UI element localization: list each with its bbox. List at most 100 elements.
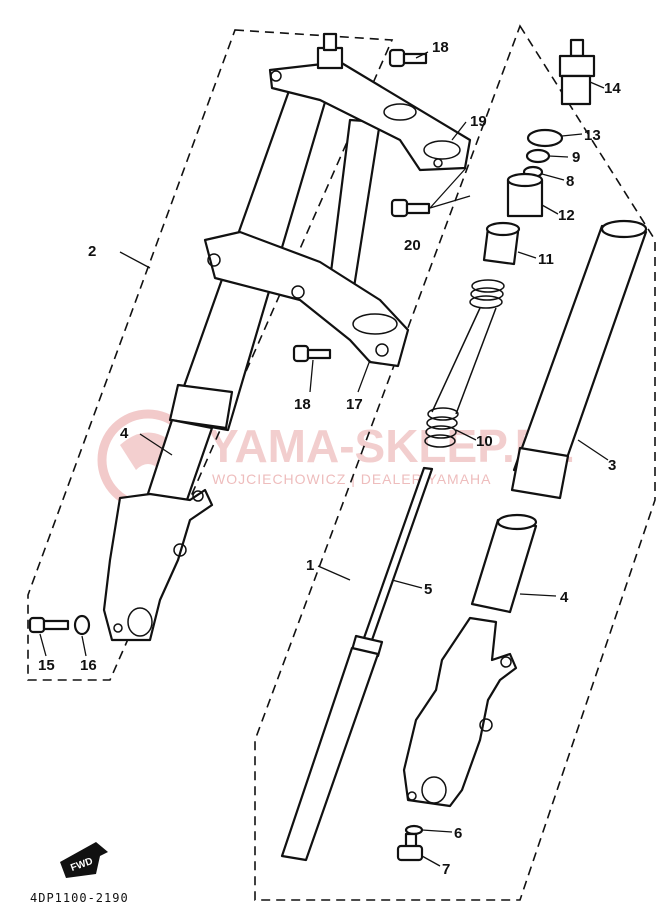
part-10-spring <box>424 407 459 448</box>
bolt-18-top-head <box>388 48 406 68</box>
part-13-o-ring <box>526 128 564 148</box>
callout-13: 13 <box>584 127 601 144</box>
leader-4-right <box>519 593 557 597</box>
leader-9 <box>548 155 569 158</box>
callout-1: 1 <box>306 557 314 574</box>
upper-spring-coil-3 <box>469 295 503 309</box>
leader-18-top <box>415 51 429 59</box>
spring-10-coil-3 <box>425 425 457 439</box>
callout-19: 19 <box>470 113 487 130</box>
spring-stem-right <box>455 307 497 415</box>
callout-11: 11 <box>538 251 554 268</box>
lower-bracket-left-hole <box>207 253 221 267</box>
leader-13 <box>561 133 583 137</box>
callout-6: 6 <box>454 825 462 842</box>
outer-tube-body <box>512 224 648 480</box>
slide-bushing-body <box>470 518 538 614</box>
part-1-inner-tube <box>280 646 380 862</box>
right-lower-leg <box>402 616 518 808</box>
left-pinch-bolt-hole <box>113 623 123 633</box>
lower-bracket-bolt-hole <box>375 343 389 357</box>
upper-bracket-hole <box>383 103 417 121</box>
callout-labels: 2 4 18 19 20 18 17 14 13 9 8 12 11 10 3 … <box>38 39 621 878</box>
part-4-slide-bushing <box>470 513 538 614</box>
upper-bracket-left-hole <box>270 70 282 82</box>
leader-6 <box>421 829 453 833</box>
leader-20 <box>429 195 471 209</box>
bolt-18-lower-shank <box>306 348 332 360</box>
callout-20: 20 <box>404 237 421 254</box>
right-caliper-mount-hole <box>500 656 512 668</box>
leader-lines <box>39 51 609 867</box>
bolt-15-shank <box>42 619 70 631</box>
callout-2: 2 <box>88 243 96 260</box>
leader-5 <box>391 579 423 589</box>
right-caliper-mount-lower <box>479 718 493 732</box>
left-lower-leg <box>102 488 214 642</box>
upper-bracket-clamp-hole <box>423 140 461 160</box>
part-5-damper-rod <box>350 466 434 658</box>
fwd-arrow-icon <box>60 842 108 878</box>
callout-9: 9 <box>572 149 580 166</box>
leader-12 <box>541 204 559 215</box>
spring-10-coil-4 <box>424 434 456 448</box>
lower-bracket <box>203 230 410 368</box>
leader-4-left <box>139 433 173 456</box>
upper-bracket-bolt-hole <box>433 158 443 168</box>
group-boundary-right-fork <box>254 24 656 901</box>
left-fork-adjuster <box>322 32 338 52</box>
lower-bracket-center-hole <box>291 285 305 299</box>
washer-16 <box>73 614 91 636</box>
damper-rod-shaft <box>362 466 434 642</box>
leader-16 <box>81 635 87 657</box>
left-axle-hole <box>127 607 153 637</box>
leader-11 <box>517 251 537 259</box>
callout-18-top: 18 <box>432 39 449 56</box>
upper-spring-coil-1 <box>471 279 505 293</box>
part-3-outer-tube <box>510 219 648 500</box>
bolt-18-lower-head <box>292 344 310 363</box>
bolt-18-lower <box>292 344 332 363</box>
left-fork-assembly <box>102 32 472 642</box>
outer-tube-seal-band <box>510 446 570 500</box>
spring-stem-left <box>431 307 481 413</box>
part-9-nut <box>525 148 551 164</box>
callout-3: 3 <box>608 457 616 474</box>
cap-bolt-body <box>560 74 592 106</box>
cap-bolt-hex <box>558 54 596 78</box>
spring-10-coil-1 <box>427 407 459 421</box>
part-7-bolt <box>396 832 424 862</box>
callout-18-lower: 18 <box>294 396 311 413</box>
bolt-7-head <box>396 844 424 862</box>
callout-15: 15 <box>38 657 55 674</box>
watermark-title: YAMA-SKLEP.PL <box>208 420 574 472</box>
callout-14: 14 <box>604 80 621 97</box>
callout-4-right: 4 <box>560 589 569 606</box>
bolt-18-top-shank <box>402 52 428 65</box>
bolt-15-and-washer-16 <box>28 614 91 636</box>
leader-15 <box>39 633 47 657</box>
spacer-top <box>485 221 521 237</box>
left-dust-seal-band <box>168 383 234 430</box>
fwd-arrow: FWD <box>60 842 108 878</box>
part-6-washer <box>404 824 424 836</box>
bolt-20-head <box>390 198 409 218</box>
leader-8 <box>541 173 565 181</box>
lower-bracket-clamp-hole <box>352 313 398 335</box>
upper-spring-coil-2 <box>470 287 504 301</box>
part-14-cap-bolt <box>558 38 596 106</box>
upper-bracket <box>268 60 472 172</box>
bolt-18-top <box>388 48 428 68</box>
upper-fork-spring <box>431 279 505 415</box>
part-12-collar <box>506 172 544 218</box>
leader-20b <box>429 167 467 209</box>
leader-18-lower <box>309 359 314 393</box>
leader-1 <box>317 565 351 581</box>
leader-2 <box>119 251 151 269</box>
left-caliper-mount-lower <box>173 543 187 557</box>
slide-bushing-top <box>496 513 538 531</box>
leader-3 <box>577 439 609 461</box>
right-axle-hole <box>421 776 447 804</box>
leader-7 <box>421 855 441 867</box>
leader-19 <box>451 121 467 141</box>
